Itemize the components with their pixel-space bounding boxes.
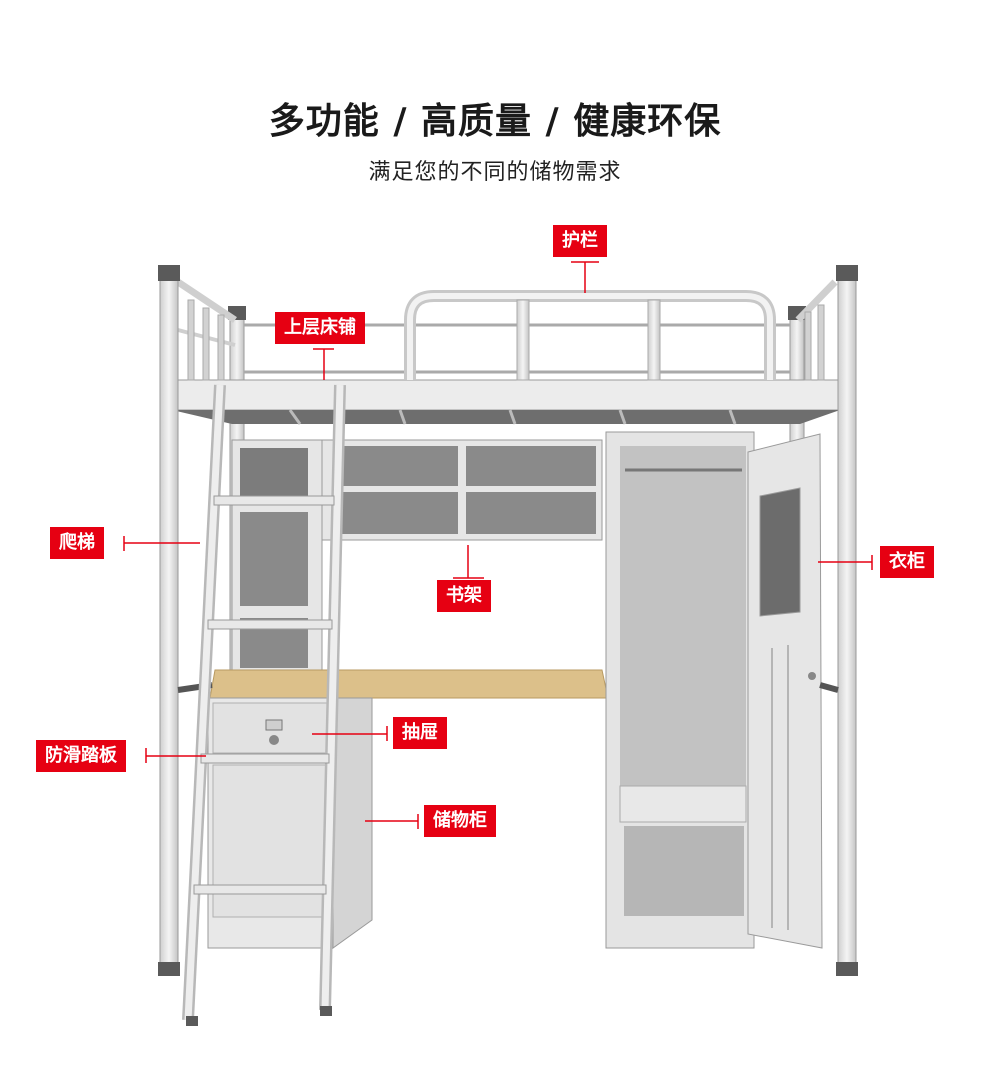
ladder [182, 384, 346, 1026]
page-title: 多功能 / 高质量 / 健康环保 [268, 101, 722, 142]
storage-cabinet [207, 697, 373, 949]
page-subtitle: 满足您的不同的储物需求 [368, 160, 622, 185]
label-guardrail: 护栏 [553, 225, 607, 257]
upper-bunk [171, 379, 841, 425]
label-ladder: 爬梯 [50, 527, 104, 559]
label-wardrobe: 衣柜 [880, 546, 934, 578]
label-storage-cabinet: 储物柜 [424, 805, 496, 837]
wardrobe [605, 431, 823, 949]
label-drawer: 抽屉 [393, 717, 447, 749]
label-upper-bunk: 上层床铺 [275, 312, 365, 344]
side-rails [176, 279, 838, 381]
bookshelf [231, 439, 603, 677]
label-bookshelf: 书架 [437, 580, 491, 612]
desk [209, 669, 609, 699]
leader-lines [123, 261, 873, 829]
front-posts [158, 265, 858, 976]
guardrail-frame [404, 290, 776, 381]
label-anti-slip-pedal: 防滑踏板 [36, 740, 126, 772]
